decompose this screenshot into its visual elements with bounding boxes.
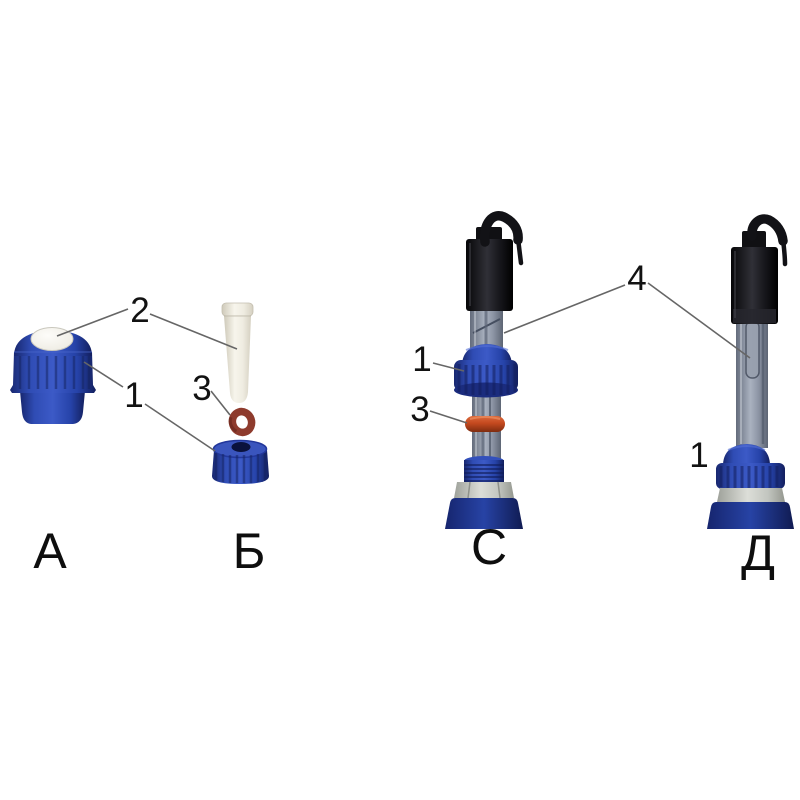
black-body-d xyxy=(731,231,778,324)
leader-4-to-shaft-d xyxy=(647,282,751,359)
callout-4-glass-shaft: 4 xyxy=(627,258,647,298)
panel-label-d: Д xyxy=(741,525,775,581)
assembly-b-parts xyxy=(212,302,269,484)
white-cylinder xyxy=(224,316,251,403)
assembly-d-electrode-assembled xyxy=(707,214,794,529)
panel-label-a: А xyxy=(33,523,67,579)
cable-c xyxy=(480,211,524,266)
leader-4-to-shaft-c xyxy=(503,284,626,334)
assembly-a-cap xyxy=(10,327,96,424)
blue-collar-c xyxy=(454,344,518,398)
grey-ring-d xyxy=(717,488,785,502)
grey-ring-c xyxy=(454,481,514,499)
callout-1-blue-cap-a: 1 xyxy=(124,375,144,415)
leader-cap-a-to-1 xyxy=(83,361,124,388)
blue-nut-b xyxy=(212,439,269,484)
callout-2-white-plug: 2 xyxy=(130,290,150,330)
panel-label-c: С xyxy=(470,519,508,575)
leader-3-to-oring-b xyxy=(210,390,231,416)
cap-ribs xyxy=(18,356,91,389)
threaded-fitting-c xyxy=(464,456,504,484)
callout-3-oring-b: 3 xyxy=(192,368,212,408)
bottle-shoulder-d xyxy=(707,502,794,529)
bottle-shoulder-c xyxy=(445,498,523,529)
callout-1-blue-cap-d: 1 xyxy=(689,435,709,475)
leader-1-to-collar-c xyxy=(432,362,465,372)
callout-1-collar-c: 1 xyxy=(412,339,432,379)
oring-c xyxy=(465,416,505,432)
leader-2-to-cylinder xyxy=(149,313,238,350)
cable-d xyxy=(747,214,788,267)
assembly-c-electrode-exploded xyxy=(445,211,524,529)
panel-label-b: Б xyxy=(232,523,266,579)
callout-3-oring-c: 3 xyxy=(410,389,430,429)
white-cylinder-flange xyxy=(221,302,254,317)
white-plug xyxy=(30,327,74,351)
glass-shaft-d xyxy=(736,316,768,448)
blue-cap-d xyxy=(716,444,785,489)
oring-b xyxy=(228,407,256,437)
leader-2-to-plug xyxy=(56,308,129,337)
leader-1-to-nut-b xyxy=(144,403,216,452)
leader-lines xyxy=(56,282,751,452)
leader-3-to-oring-c xyxy=(429,410,468,424)
